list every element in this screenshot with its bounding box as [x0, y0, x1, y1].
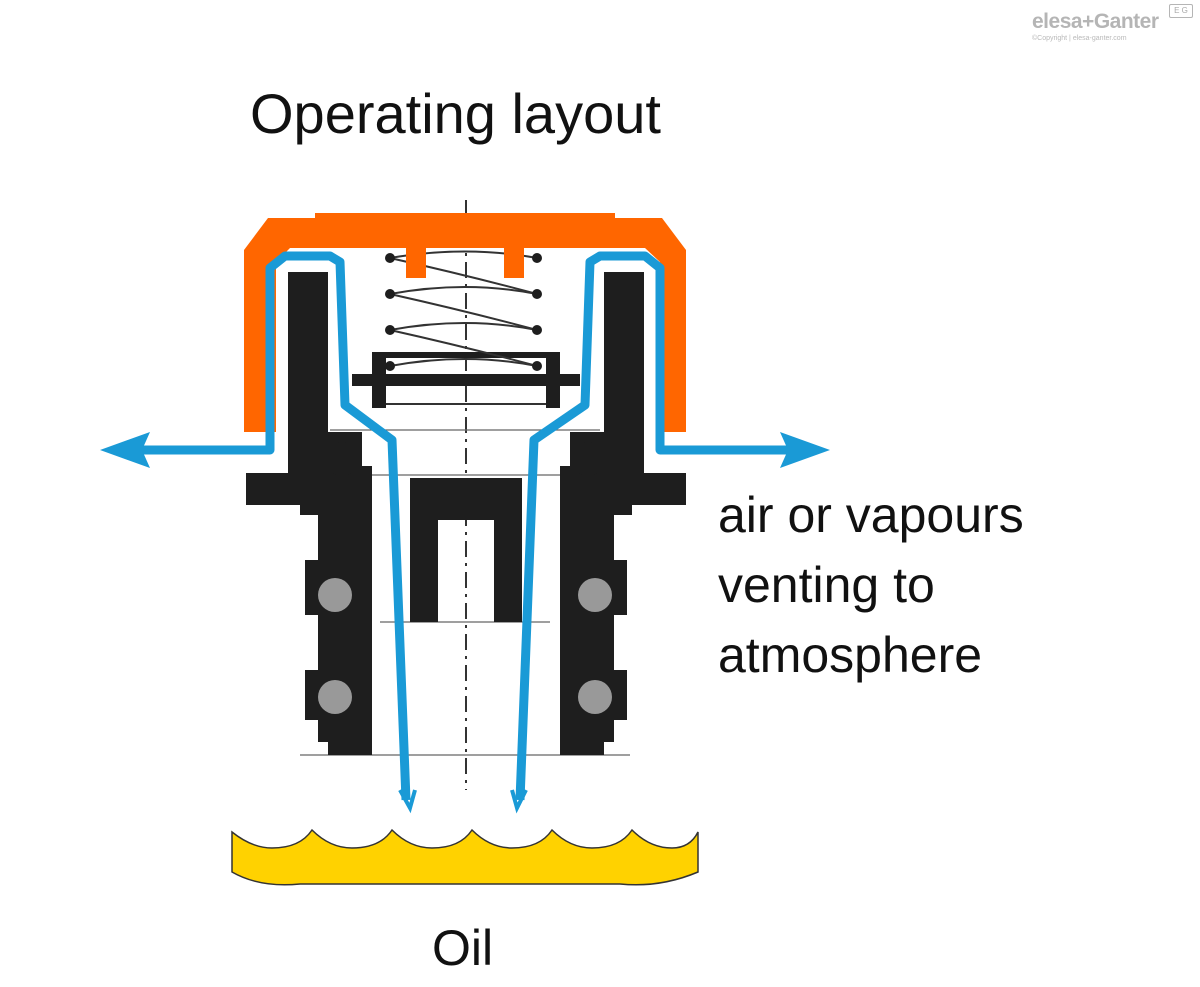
airflow-label: air or vapours venting to atmosphere	[718, 480, 1138, 690]
brand-logo: elesa+Ganter E G ©Copyright | elesa-gant…	[1032, 4, 1194, 46]
arrow-right-icon	[780, 432, 830, 468]
logo-badge: E G	[1169, 4, 1193, 18]
oil-surface-icon	[231, 828, 699, 886]
airflow-label-line-2: venting to	[718, 557, 935, 613]
arrow-left-icon	[100, 432, 150, 468]
o-ring-icon	[318, 578, 612, 714]
body-right	[560, 272, 686, 755]
airflow-label-line-1: air or vapours	[718, 487, 1024, 543]
inner-slotted-piece	[410, 478, 522, 622]
ball-right	[571, 442, 605, 476]
airflow-path	[130, 251, 800, 801]
logo-wordmark: elesa+Ganter	[1032, 10, 1159, 33]
diagram-title: Operating layout	[250, 82, 661, 145]
airflow-tips	[398, 789, 528, 814]
oil-label: Oil	[432, 920, 494, 976]
spring-icon	[389, 250, 538, 367]
body-left	[246, 272, 372, 755]
logo-copyright: ©Copyright | elesa-ganter.com	[1032, 35, 1127, 42]
spring-coil-ends	[385, 253, 542, 371]
cap-tab-right	[504, 248, 524, 278]
ball-left	[325, 442, 359, 476]
valve-plate	[352, 352, 580, 408]
cap-tab-left	[406, 248, 426, 278]
airflow-label-line-3: atmosphere	[718, 627, 983, 683]
cap-cover	[244, 213, 686, 432]
